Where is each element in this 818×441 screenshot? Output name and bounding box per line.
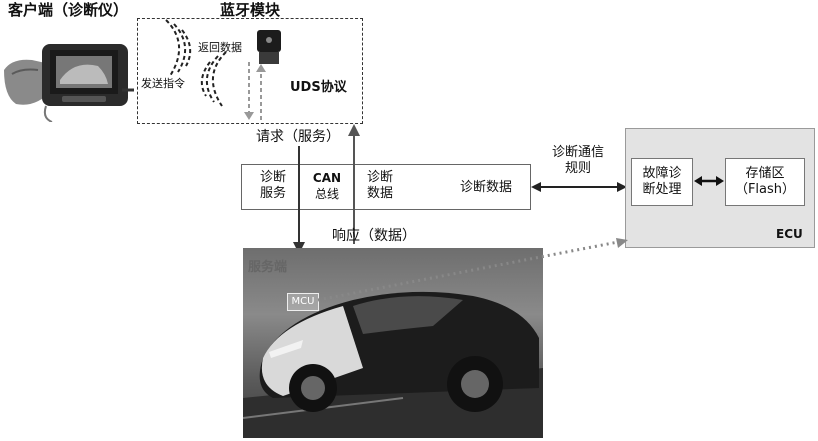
storage-line2: （Flash）: [725, 182, 805, 198]
send-command-label: 发送指令: [141, 76, 185, 92]
storage-label: 存储区 （Flash）: [725, 166, 805, 198]
client-title: 客户端（诊断仪）: [8, 2, 128, 18]
diag-comm-rules: 诊断通信 规则: [546, 145, 610, 177]
server-label: 服务端: [248, 260, 287, 276]
stack-diag-data-line1: 诊断: [363, 170, 397, 186]
fault-storage-arrow: [694, 175, 724, 187]
stack-diag-data-full: 诊断数据: [460, 180, 512, 196]
mcu-ecu-dotted-line: [318, 236, 628, 306]
stack-diag-data: 诊断 数据: [363, 170, 397, 202]
diag-comm-rules-line1: 诊断通信: [546, 145, 610, 161]
fault-diagnosis-label: 故障诊 断处理: [633, 166, 691, 198]
stack-ecu-arrow: [531, 180, 627, 194]
fault-diagnosis-line2: 断处理: [633, 182, 691, 198]
fault-diagnosis-line1: 故障诊: [633, 166, 691, 182]
diag-comm-rules-line2: 规则: [546, 161, 610, 177]
uds-protocol-label: UDS协议: [290, 80, 347, 96]
storage-line1: 存储区: [725, 166, 805, 182]
bluetooth-title: 蓝牙模块: [220, 2, 280, 18]
return-data-label: 返回数据: [198, 40, 242, 56]
stack-diag-data-line2: 数据: [363, 186, 397, 202]
diagnostic-device-image: [2, 30, 134, 122]
ecu-label: ECU: [776, 226, 803, 242]
bluetooth-internal-arrows: [240, 60, 270, 122]
mcu-box: MCU: [287, 293, 319, 311]
